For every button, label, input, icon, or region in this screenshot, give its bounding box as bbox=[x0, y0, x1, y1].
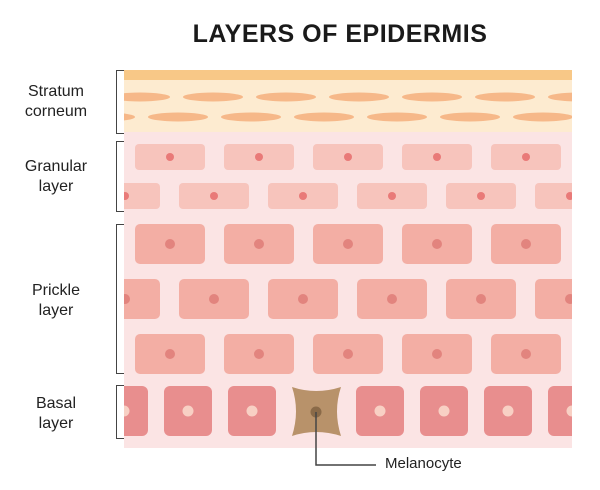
corneum-cell bbox=[402, 92, 462, 102]
granular-cell bbox=[535, 183, 572, 209]
corneum-cell bbox=[329, 92, 389, 102]
prickle-cells bbox=[124, 224, 600, 374]
prickle-cell bbox=[580, 334, 600, 374]
basal-cell-nucleus bbox=[374, 405, 386, 417]
granular-cell-nucleus bbox=[522, 153, 530, 161]
basal-cell-nucleus bbox=[182, 405, 194, 417]
bracket-basal-layer bbox=[116, 385, 127, 439]
prickle-cell-nucleus bbox=[343, 239, 353, 249]
prickle-cell bbox=[535, 279, 572, 319]
prickle-cell-nucleus bbox=[254, 349, 264, 359]
label-line: Stratum bbox=[27, 83, 84, 100]
label-prickle-layer: Prickle layer bbox=[0, 281, 112, 321]
prickle-cell-nucleus bbox=[165, 349, 175, 359]
granular-cell-nucleus bbox=[210, 192, 218, 200]
basal-cell-nucleus bbox=[502, 405, 514, 417]
label-line: Prickle bbox=[31, 282, 80, 299]
prickle-cell-nucleus bbox=[476, 294, 486, 304]
prickle-cell-nucleus bbox=[521, 239, 531, 249]
granular-cell-nucleus bbox=[433, 153, 441, 161]
basal-cell-nucleus bbox=[124, 405, 130, 417]
label-line: layer bbox=[38, 415, 74, 432]
stratum-corneum-surface bbox=[124, 70, 572, 80]
corneum-cell bbox=[183, 92, 243, 102]
corneum-cell bbox=[513, 112, 572, 122]
prickle-cell-nucleus bbox=[432, 239, 442, 249]
basal-cell-nucleus bbox=[566, 405, 572, 417]
label-granular-layer: Granular layer bbox=[0, 157, 112, 197]
stratum-corneum-cells bbox=[124, 92, 600, 122]
basal-cell bbox=[548, 386, 572, 436]
granular-cells bbox=[124, 144, 600, 209]
corneum-cell bbox=[367, 112, 427, 122]
basal-cell-nucleus bbox=[438, 405, 450, 417]
diagram-title: LAYERS OF EPIDERMIS bbox=[192, 20, 488, 48]
prickle-cell-nucleus bbox=[254, 239, 264, 249]
prickle-cell-nucleus bbox=[565, 294, 572, 304]
granular-cell-nucleus bbox=[344, 153, 352, 161]
corneum-cell bbox=[475, 92, 535, 102]
corneum-cell bbox=[294, 112, 354, 122]
label-line: layer bbox=[38, 178, 74, 195]
prickle-cell bbox=[124, 279, 160, 319]
granular-cell-nucleus bbox=[124, 192, 129, 200]
prickle-cell-nucleus bbox=[298, 294, 308, 304]
corneum-cell bbox=[124, 92, 170, 102]
bracket-prickle-layer bbox=[116, 224, 127, 374]
granular-cell-nucleus bbox=[477, 192, 485, 200]
granular-cell-nucleus bbox=[566, 192, 572, 200]
prickle-cell-nucleus bbox=[165, 239, 175, 249]
bracket-granular-layer bbox=[116, 141, 127, 212]
bracket-stratum-corneum bbox=[116, 70, 127, 134]
prickle-cell-nucleus bbox=[209, 294, 219, 304]
basal-cells bbox=[124, 386, 572, 436]
label-line: Granular bbox=[24, 158, 88, 175]
label-line: layer bbox=[38, 302, 74, 319]
basal-cell-nucleus bbox=[246, 405, 258, 417]
label-stratum-corneum: Stratum corneum bbox=[0, 82, 112, 122]
corneum-cell bbox=[256, 92, 316, 102]
prickle-cell-nucleus bbox=[343, 349, 353, 359]
label-line: corneum bbox=[24, 103, 88, 120]
corneum-cell bbox=[221, 112, 281, 122]
melanocyte-label: Melanocyte bbox=[385, 455, 462, 472]
corneum-cell bbox=[124, 113, 135, 121]
melanocyte-pointer bbox=[315, 412, 376, 466]
prickle-cell-nucleus bbox=[387, 294, 397, 304]
corneum-cell bbox=[440, 112, 500, 122]
granular-cell bbox=[124, 183, 160, 209]
granular-cell-nucleus bbox=[388, 192, 396, 200]
granular-cell-nucleus bbox=[255, 153, 263, 161]
prickle-cell-nucleus bbox=[124, 294, 130, 304]
label-line: Basal bbox=[35, 395, 77, 412]
granular-cell-nucleus bbox=[166, 153, 174, 161]
prickle-cell bbox=[580, 224, 600, 264]
corneum-cell bbox=[148, 112, 208, 122]
prickle-cell-nucleus bbox=[521, 349, 531, 359]
corneum-cell bbox=[586, 113, 600, 122]
granular-cell bbox=[580, 144, 600, 170]
prickle-cell-nucleus bbox=[432, 349, 442, 359]
label-basal-layer: Basal layer bbox=[0, 394, 112, 434]
basal-cell bbox=[124, 386, 148, 436]
granular-cell-nucleus bbox=[299, 192, 307, 200]
corneum-cell bbox=[548, 92, 572, 102]
